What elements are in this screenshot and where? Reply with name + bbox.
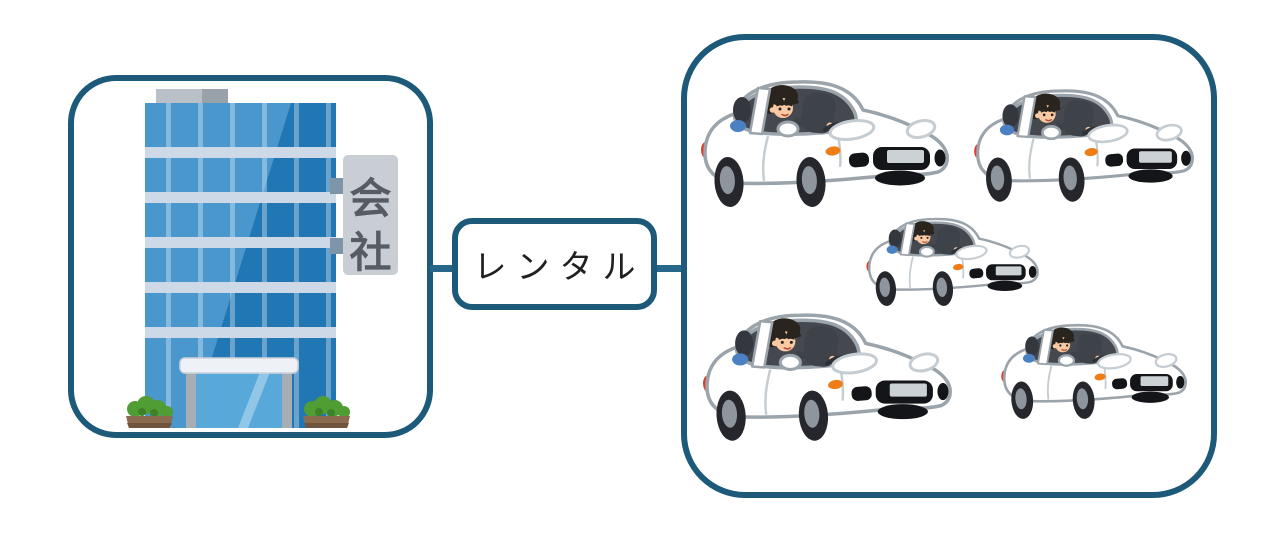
car-with-driver-icon: [999, 323, 1188, 422]
company-node: 会 社: [68, 75, 433, 438]
car-with-driver-icon: [704, 312, 952, 441]
rental-label: レンタル: [473, 250, 646, 286]
sign-bracket: [330, 178, 346, 194]
car-with-driver-icon: [864, 217, 1040, 309]
rooftop-structure: [156, 89, 202, 104]
car-with-driver-icon: [702, 79, 949, 207]
company-sign: [343, 155, 398, 275]
floor-bands: [145, 147, 336, 338]
sign-bracket: [330, 238, 346, 254]
car-with-driver-icon: [972, 88, 1195, 205]
bush-right: [303, 396, 350, 428]
fleet-node: [681, 34, 1217, 498]
connector-line-right: [655, 265, 683, 272]
connector-line-left: [430, 265, 454, 272]
window-dividers: [166, 103, 331, 428]
facade-reflection: [190, 103, 336, 428]
company-sign-char-2: 社: [349, 228, 391, 277]
bush-left: [126, 396, 173, 428]
entrance: [179, 357, 299, 428]
rental-link-node: レンタル: [452, 218, 657, 310]
office-building-icon: 会 社: [126, 89, 398, 428]
company-sign-char-1: 会: [349, 174, 391, 223]
